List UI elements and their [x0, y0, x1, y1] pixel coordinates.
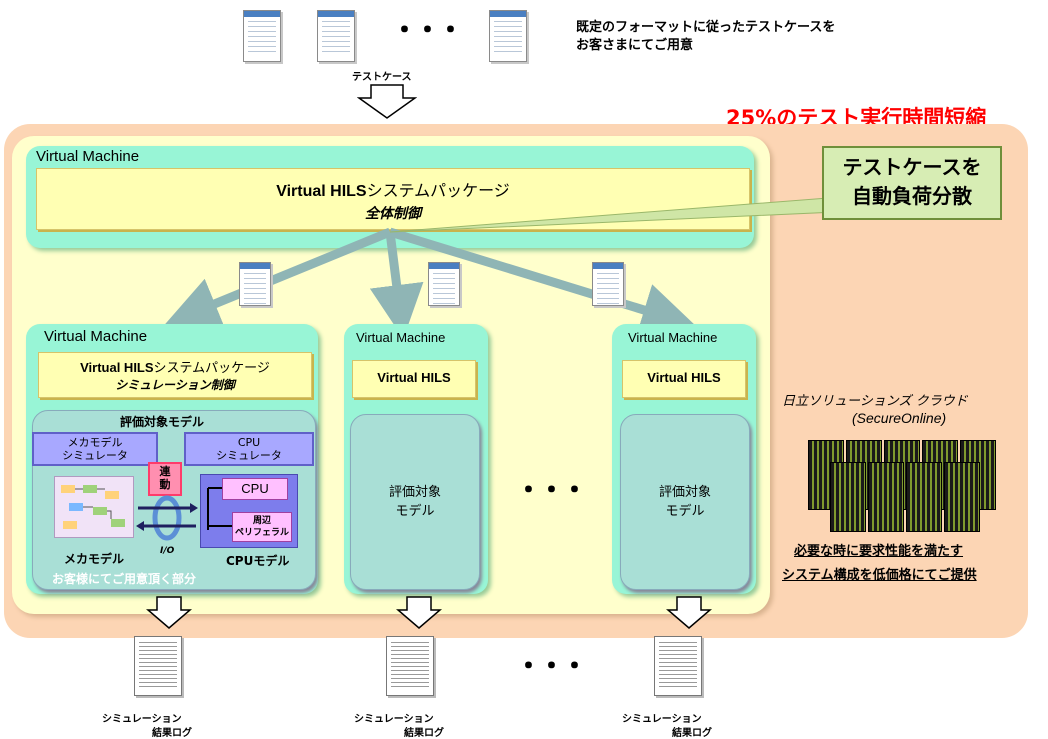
- testcase-document-icon: [489, 10, 527, 62]
- vm2-model-line1: 評価対象: [388, 485, 441, 500]
- peripheral-chip: 周辺 ペリフェラル: [232, 512, 292, 542]
- mecha-sim-line1: メカモデル: [67, 436, 123, 449]
- cloud-name: 日立ソリューションズ クラウド: [782, 394, 968, 409]
- ellipsis-dots: ･･･: [520, 647, 589, 687]
- down-arrow-icon: [666, 596, 712, 629]
- linkage-badge: 連 動: [148, 462, 182, 496]
- vm3-hils-box: Virtual HILS: [622, 360, 746, 398]
- log2-label-line2: 結果ログ: [404, 728, 444, 739]
- mecha-model-label: メカモデル: [64, 552, 125, 566]
- io-label: I/O: [160, 546, 175, 556]
- testcase-note-line2: お客さまにてご用意: [576, 38, 694, 53]
- vm1-title: Virtual Machine: [44, 328, 148, 345]
- testcase-document-icon: [243, 10, 281, 62]
- down-arrow-icon: [146, 596, 192, 629]
- link-char1: 連: [159, 465, 171, 478]
- io-exchange-icon: [136, 495, 198, 541]
- vm1-package-rest: システムパッケージ: [153, 361, 270, 376]
- bus-lines: [207, 487, 232, 530]
- down-arrow-icon: [396, 596, 442, 629]
- testcase-label: テストケース: [352, 72, 412, 83]
- cloud-desc-line2: システム構成を低価格にてご提供: [782, 568, 977, 583]
- callout-line1: テストケースを: [842, 155, 982, 179]
- customer-provided-label: お客様にてご用意頂く部分: [52, 572, 197, 586]
- testcase-document-icon: [592, 262, 624, 307]
- cpu-sim-line2: シミュレータ: [216, 449, 282, 462]
- testcase-document-icon: [239, 262, 271, 307]
- vm2-hils-label: Virtual HILS: [377, 370, 451, 385]
- master-control-label: 全体制御: [365, 206, 421, 222]
- vm3-title: Virtual Machine: [628, 330, 718, 345]
- cpu-sim-line1: CPU: [237, 436, 261, 449]
- ellipsis-dots: ･･･: [396, 11, 465, 51]
- peripheral-line1: 周辺: [252, 516, 271, 526]
- mecha-simulator-box: メカモデル シミュレータ: [32, 432, 158, 466]
- link-char2: 動: [159, 478, 171, 491]
- vm2-hils-box: Virtual HILS: [352, 360, 476, 398]
- callout-line2: 自動負荷分散: [852, 184, 972, 208]
- vm1-control-label: シミュレーション制御: [115, 378, 235, 392]
- cpu-simulator-box: CPU シミュレータ: [184, 432, 314, 466]
- master-package-bold: Virtual HILS: [276, 183, 367, 200]
- testcase-document-icon: [428, 262, 460, 307]
- cloud-product: (SecureOnline): [852, 410, 947, 426]
- result-log-document-icon: [386, 636, 434, 696]
- vm3-target-model-box: 評価対象 モデル: [620, 414, 750, 590]
- vm3-model-line2: モデル: [665, 504, 705, 519]
- log3-label-line1: シミュレーション: [622, 714, 702, 725]
- cpu-model-label: CPUモデル: [226, 554, 290, 568]
- vm2-target-model-box: 評価対象 モデル: [350, 414, 480, 590]
- vm1-model-title: 評価対象モデル: [120, 415, 205, 429]
- mecha-sim-line2: シミュレータ: [62, 449, 128, 462]
- cloud-desc-line1: 必要な時に要求性能を満たす: [794, 544, 964, 559]
- ellipsis-dots: ･･･: [520, 471, 589, 511]
- testcase-note-line1: 既定のフォーマットに従ったテストケースを: [576, 20, 836, 35]
- vm2-title: Virtual Machine: [356, 330, 446, 345]
- log2-label-line1: シミュレーション: [354, 714, 434, 725]
- result-log-document-icon: [654, 636, 702, 696]
- vm1-package-bold: Virtual HILS: [80, 360, 154, 375]
- testcase-document-icon: [317, 10, 355, 62]
- log1-label-line1: シミュレーション: [102, 714, 182, 725]
- down-arrow-icon: [357, 84, 417, 119]
- vm3-model-line1: 評価対象: [658, 485, 711, 500]
- peripheral-line2: ペリフェラル: [234, 528, 289, 538]
- vm3-hils-label: Virtual HILS: [647, 370, 721, 385]
- log3-label-line2: 結果ログ: [672, 728, 712, 739]
- vm1-package-box: Virtual HILSシステムパッケージ シミュレーション制御: [38, 352, 312, 398]
- load-balance-callout: テストケースを 自動負荷分散: [822, 146, 1002, 220]
- log1-label-line2: 結果ログ: [152, 728, 192, 739]
- vm2-model-line2: モデル: [395, 504, 435, 519]
- cpu-chip: CPU: [222, 478, 288, 500]
- master-package-rest: システムパッケージ: [366, 181, 510, 200]
- master-vm-title: Virtual Machine: [36, 148, 140, 165]
- mecha-model-diagram: [54, 476, 134, 538]
- result-log-document-icon: [134, 636, 182, 696]
